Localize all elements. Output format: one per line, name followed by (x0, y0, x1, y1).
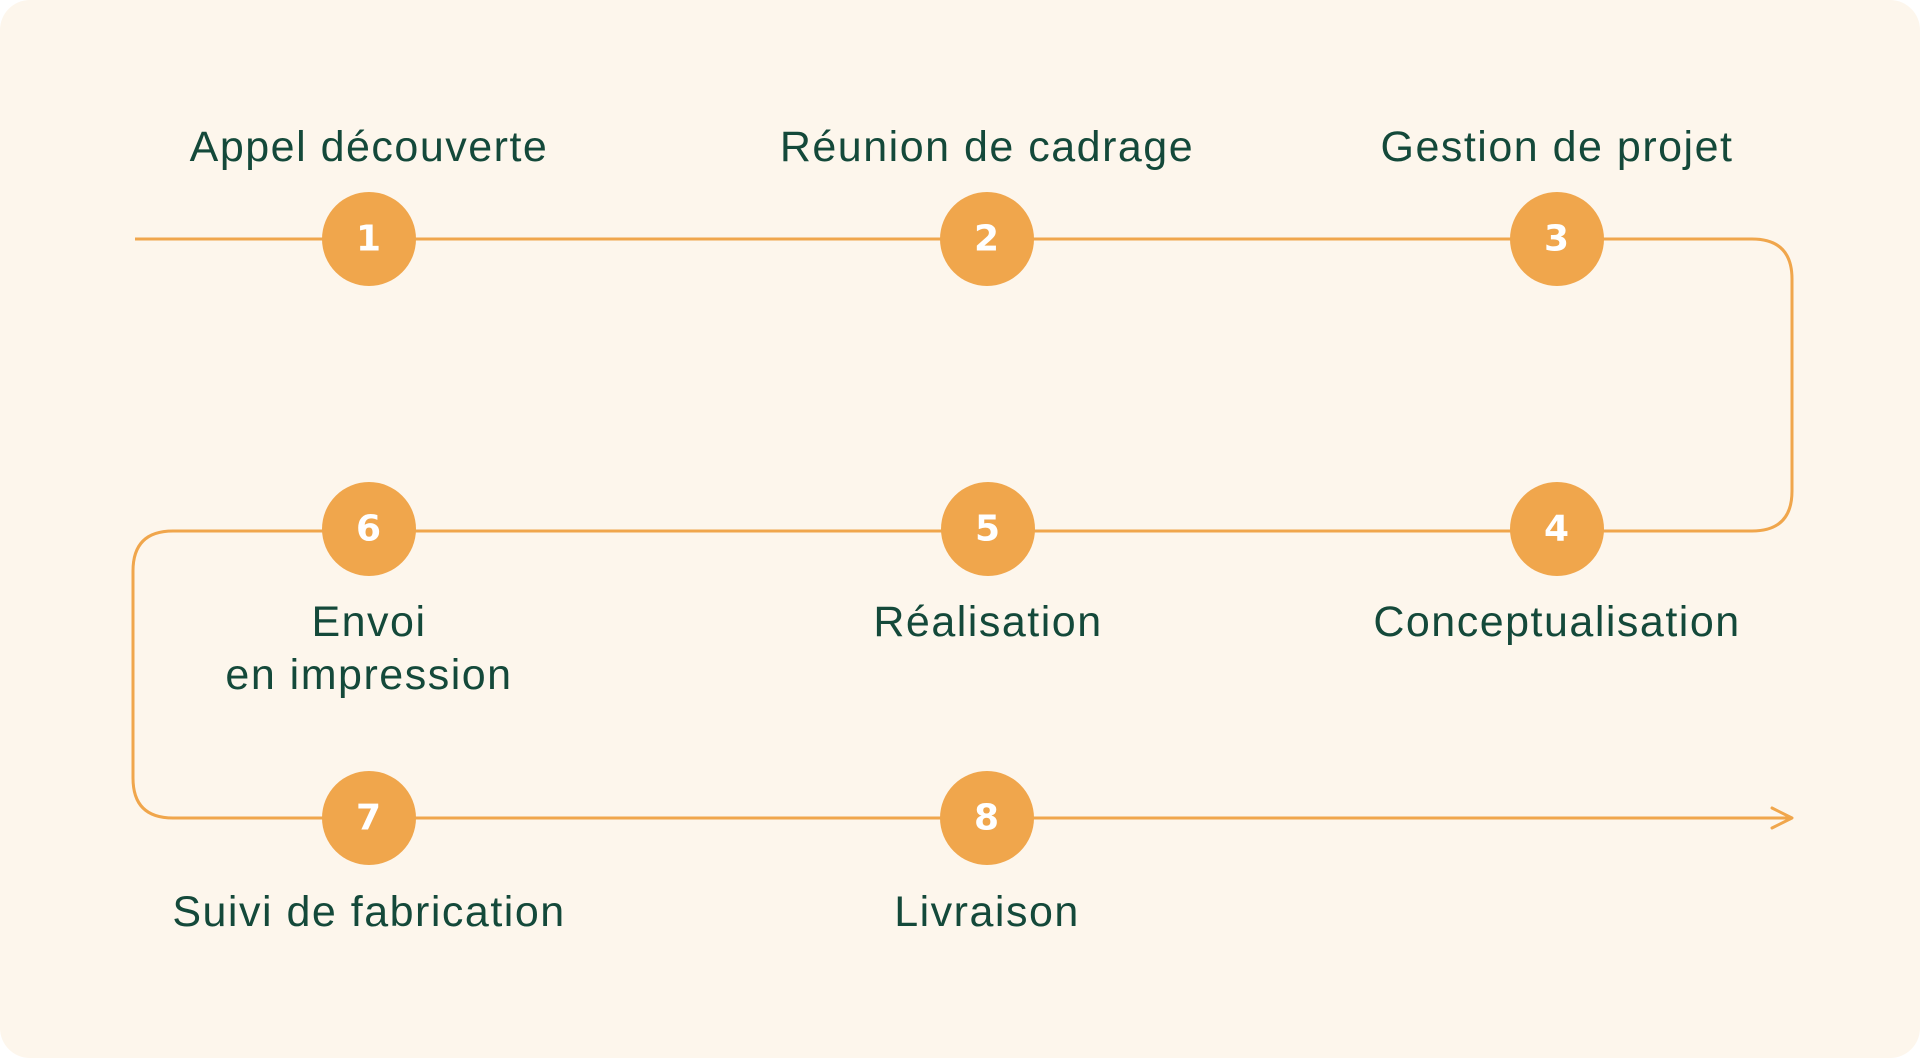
step-4: 4 (1510, 482, 1604, 576)
step-4-circle (1510, 482, 1604, 576)
step-3-circle (1510, 192, 1604, 286)
step-6-circle (322, 482, 416, 576)
step-5-number: 5 (975, 509, 1001, 550)
arrow-head-icon (1770, 806, 1794, 830)
step-2: 2 (940, 192, 1034, 286)
step-5: 5 (941, 482, 1035, 576)
step-8-number: 8 (974, 798, 1000, 839)
step-7-label: Suivi de fabrication (172, 888, 566, 936)
step-2-number: 2 (974, 219, 1000, 260)
step-6-label: Envoi en impression (225, 598, 513, 699)
step-1-circle (322, 192, 416, 286)
step-2-circle (940, 192, 1034, 286)
step-6: 6 (322, 482, 416, 576)
step-8-circle (940, 771, 1034, 865)
step-4-label: Conceptualisation (1373, 598, 1741, 646)
step-7-circle (322, 771, 416, 865)
step-8: 8 (940, 771, 1034, 865)
step-5-label: Réalisation (873, 598, 1103, 646)
step-6-number: 6 (356, 509, 382, 550)
step-3: 3 (1510, 192, 1604, 286)
step-7: 7 (322, 771, 416, 865)
step-7-number: 7 (356, 798, 382, 839)
step-8-label: Livraison (894, 888, 1080, 936)
step-3-number: 3 (1544, 219, 1570, 260)
step-2-label: Réunion de cadrage (779, 123, 1195, 171)
step-1-number: 1 (356, 219, 382, 260)
step-3-label: Gestion de projet (1380, 123, 1734, 171)
step-1: 1 (322, 192, 416, 286)
step-1-label: Appel découverte (189, 123, 549, 171)
step-5-circle (941, 482, 1035, 576)
step-4-number: 4 (1544, 509, 1570, 550)
